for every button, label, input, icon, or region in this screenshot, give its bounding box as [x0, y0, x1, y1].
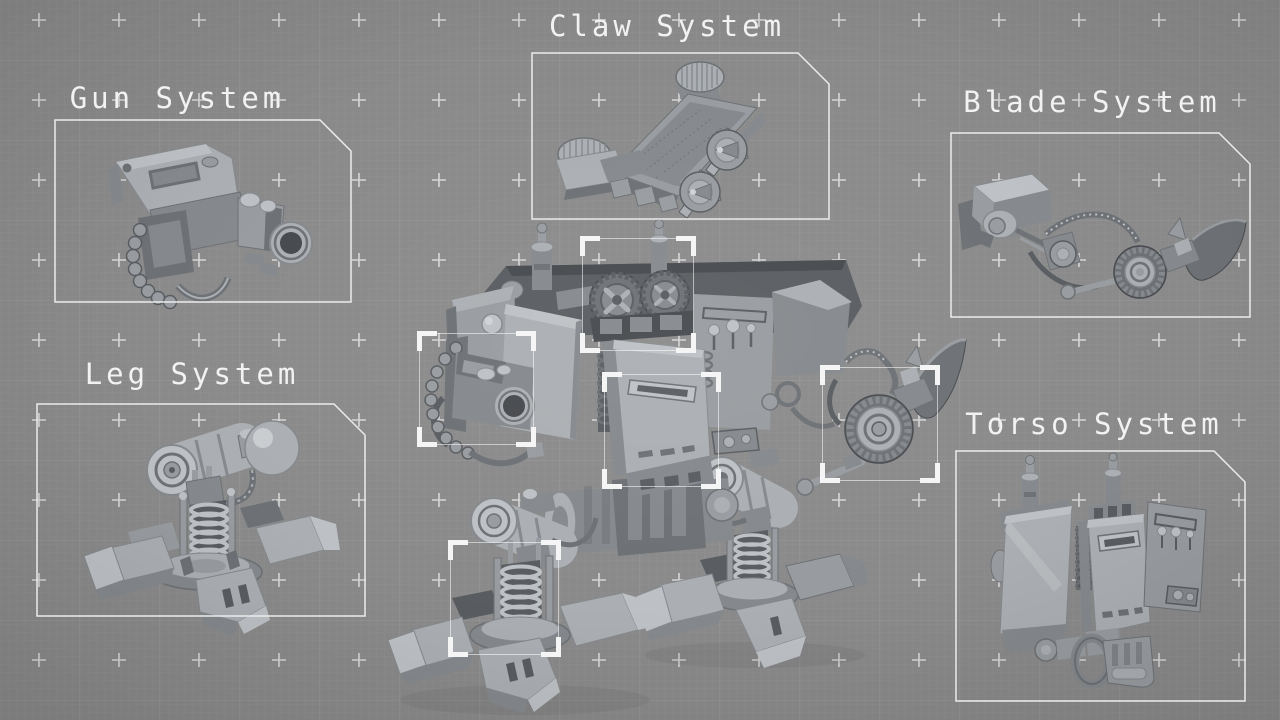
blade-system-illustration [958, 173, 1247, 300]
bracket-corner [920, 463, 940, 483]
bracket-corner [580, 333, 600, 353]
panel-torso-system [955, 450, 1246, 702]
label-gun-system: Gun System [69, 81, 285, 115]
robot-torso [446, 219, 862, 498]
selection-bracket-claw[interactable] [580, 236, 696, 353]
panel-border [531, 52, 830, 220]
panel-claw-system [531, 52, 830, 220]
torso-system-illustration [990, 452, 1207, 689]
selection-bracket-torso[interactable] [602, 372, 721, 489]
selection-bracket-blade[interactable] [820, 365, 940, 483]
label-torso-system: Torso System [965, 407, 1223, 441]
panel-border [955, 450, 1246, 702]
panel-gun-system [54, 119, 352, 303]
claw-system-illustration [555, 61, 766, 219]
label-leg-system: Leg System [84, 357, 300, 391]
bracket-corner [820, 365, 840, 385]
label-claw-system: Claw System [548, 9, 786, 43]
leg-system-illustration [83, 420, 340, 636]
bracket-corner [602, 469, 622, 489]
bracket-corner [602, 372, 622, 392]
bracket-corner [516, 427, 536, 447]
bracket-corner [417, 427, 437, 447]
bracket-corner [541, 637, 561, 657]
bracket-corner [541, 540, 561, 560]
panel-border [54, 119, 352, 303]
panel-border [950, 132, 1251, 318]
bracket-corner [448, 637, 468, 657]
panel-leg-system [36, 403, 366, 617]
bracket-corner [676, 333, 696, 353]
label-blade-system: Blade System [963, 85, 1221, 119]
gun-system-illustration [108, 143, 313, 310]
bracket-corner [580, 236, 600, 256]
panel-border [36, 403, 366, 617]
bracket-corner [920, 365, 940, 385]
selection-bracket-gun[interactable] [417, 331, 536, 447]
bracket-corner [701, 372, 721, 392]
selection-bracket-leg[interactable] [448, 540, 561, 657]
bracket-corner [701, 469, 721, 489]
bracket-corner [820, 463, 840, 483]
bracket-corner [676, 236, 696, 256]
panel-blade-system [950, 132, 1251, 318]
bracket-corner [516, 331, 536, 351]
bracket-corner [448, 540, 468, 560]
bracket-corner [417, 331, 437, 351]
robot-left-leg [387, 489, 656, 714]
